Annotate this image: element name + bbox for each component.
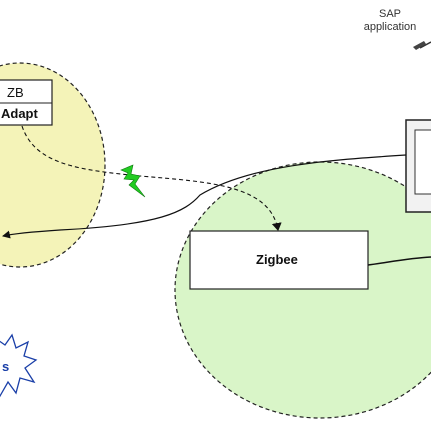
sap-label-line1: SAP — [378, 8, 401, 20]
sap-label-line2: application — [363, 21, 417, 33]
zigbee-box — [189, 230, 369, 290]
zigbee-label: Zigbee — [256, 252, 298, 267]
solid-link-arrow — [2, 154, 407, 239]
adapt-label: Adapt — [1, 106, 38, 121]
zb-label: ZB — [7, 85, 24, 100]
sap-application-label: SAP application — [350, 8, 430, 34]
zb-adapt-box — [0, 79, 53, 126]
explosion-burst-icon — [0, 333, 38, 398]
right-zone-ellipse — [174, 161, 431, 419]
lightning-bolt-icon — [120, 164, 146, 198]
pen-icon — [413, 41, 431, 50]
burst-label: s — [2, 359, 10, 374]
computer-monitor-icon — [405, 119, 431, 213]
zigbee-right-link — [367, 256, 431, 266]
